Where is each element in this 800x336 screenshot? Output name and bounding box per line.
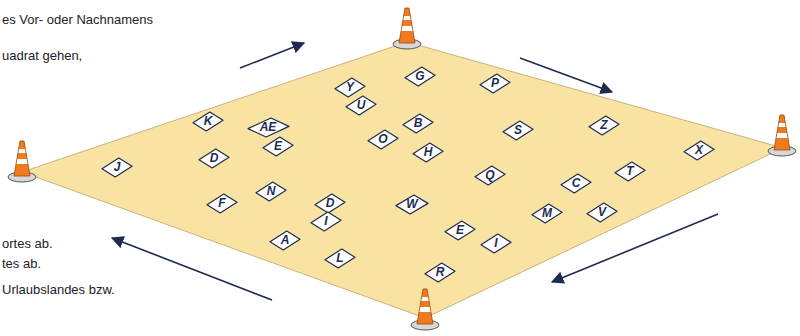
letter-card: G xyxy=(405,67,435,86)
card-letter: Z xyxy=(589,116,619,135)
card-letter: AE xyxy=(248,118,289,137)
card-letter: N xyxy=(256,182,286,201)
letter-card: N xyxy=(256,182,286,201)
traffic-cones xyxy=(8,8,796,330)
card-letter: R xyxy=(425,263,455,282)
square-area xyxy=(22,42,783,318)
card-letter: E xyxy=(263,137,293,156)
direction-arrows xyxy=(112,43,718,300)
card-letter: F xyxy=(207,194,237,213)
card-letter: T xyxy=(615,162,645,181)
instruction-text: ortes ab. xyxy=(2,236,53,251)
letter-card: X xyxy=(684,141,714,160)
card-letter: I xyxy=(481,234,511,253)
letter-card: R xyxy=(425,263,455,282)
letter-card: D xyxy=(315,194,345,213)
letter-card: A xyxy=(270,231,300,250)
card-letter: H xyxy=(413,143,443,162)
letter-card: F xyxy=(207,194,237,213)
letter-card: I xyxy=(311,212,341,231)
letter-card: J xyxy=(102,158,132,177)
letter-card: K xyxy=(193,112,223,131)
instruction-text: tes ab. xyxy=(2,256,41,271)
letter-card: O xyxy=(368,130,398,149)
letter-card: E xyxy=(263,137,293,156)
letter-card: T xyxy=(615,162,645,181)
card-letter: I xyxy=(311,212,341,231)
card-letter: J xyxy=(102,158,132,177)
letter-card: H xyxy=(413,143,443,162)
card-letter: C xyxy=(561,174,591,193)
card-letter: Q xyxy=(475,166,505,185)
letter-card: S xyxy=(503,121,533,140)
letter-card: M xyxy=(532,204,562,223)
letter-card: U xyxy=(346,96,376,115)
letter-card: B xyxy=(403,114,433,133)
instruction-text: es Vor- oder Nachnamens xyxy=(2,12,153,27)
card-letter: E xyxy=(445,221,475,240)
letter-card: P xyxy=(480,74,510,93)
card-letter: S xyxy=(503,121,533,140)
card-letter: G xyxy=(405,67,435,86)
letter-card: W xyxy=(396,195,428,214)
card-letter: V xyxy=(587,203,617,222)
card-letter: M xyxy=(532,204,562,223)
letter-card: D xyxy=(199,149,229,168)
letter-card: Y xyxy=(335,78,365,97)
card-letter: P xyxy=(480,74,510,93)
card-letter: W xyxy=(396,195,428,214)
card-letter: X xyxy=(684,141,714,160)
letter-card: L xyxy=(325,249,355,268)
instruction-text: uadrat gehen, xyxy=(2,48,82,63)
letter-card: Q xyxy=(475,166,505,185)
card-letter: O xyxy=(368,130,398,149)
card-letter: D xyxy=(315,194,345,213)
card-letter: D xyxy=(199,149,229,168)
card-letter: L xyxy=(325,249,355,268)
instruction-text: Urlaubslandes bzw. xyxy=(2,282,115,297)
letter-card: Z xyxy=(589,116,619,135)
letter-card: V xyxy=(587,203,617,222)
card-letter: B xyxy=(403,114,433,133)
letter-card: AE xyxy=(248,118,289,137)
card-letter: K xyxy=(193,112,223,131)
letter-card: E xyxy=(445,221,475,240)
card-letter: A xyxy=(270,231,300,250)
card-letter: U xyxy=(346,96,376,115)
letter-card: C xyxy=(561,174,591,193)
letter-card: I xyxy=(481,234,511,253)
card-letter: Y xyxy=(335,78,365,97)
